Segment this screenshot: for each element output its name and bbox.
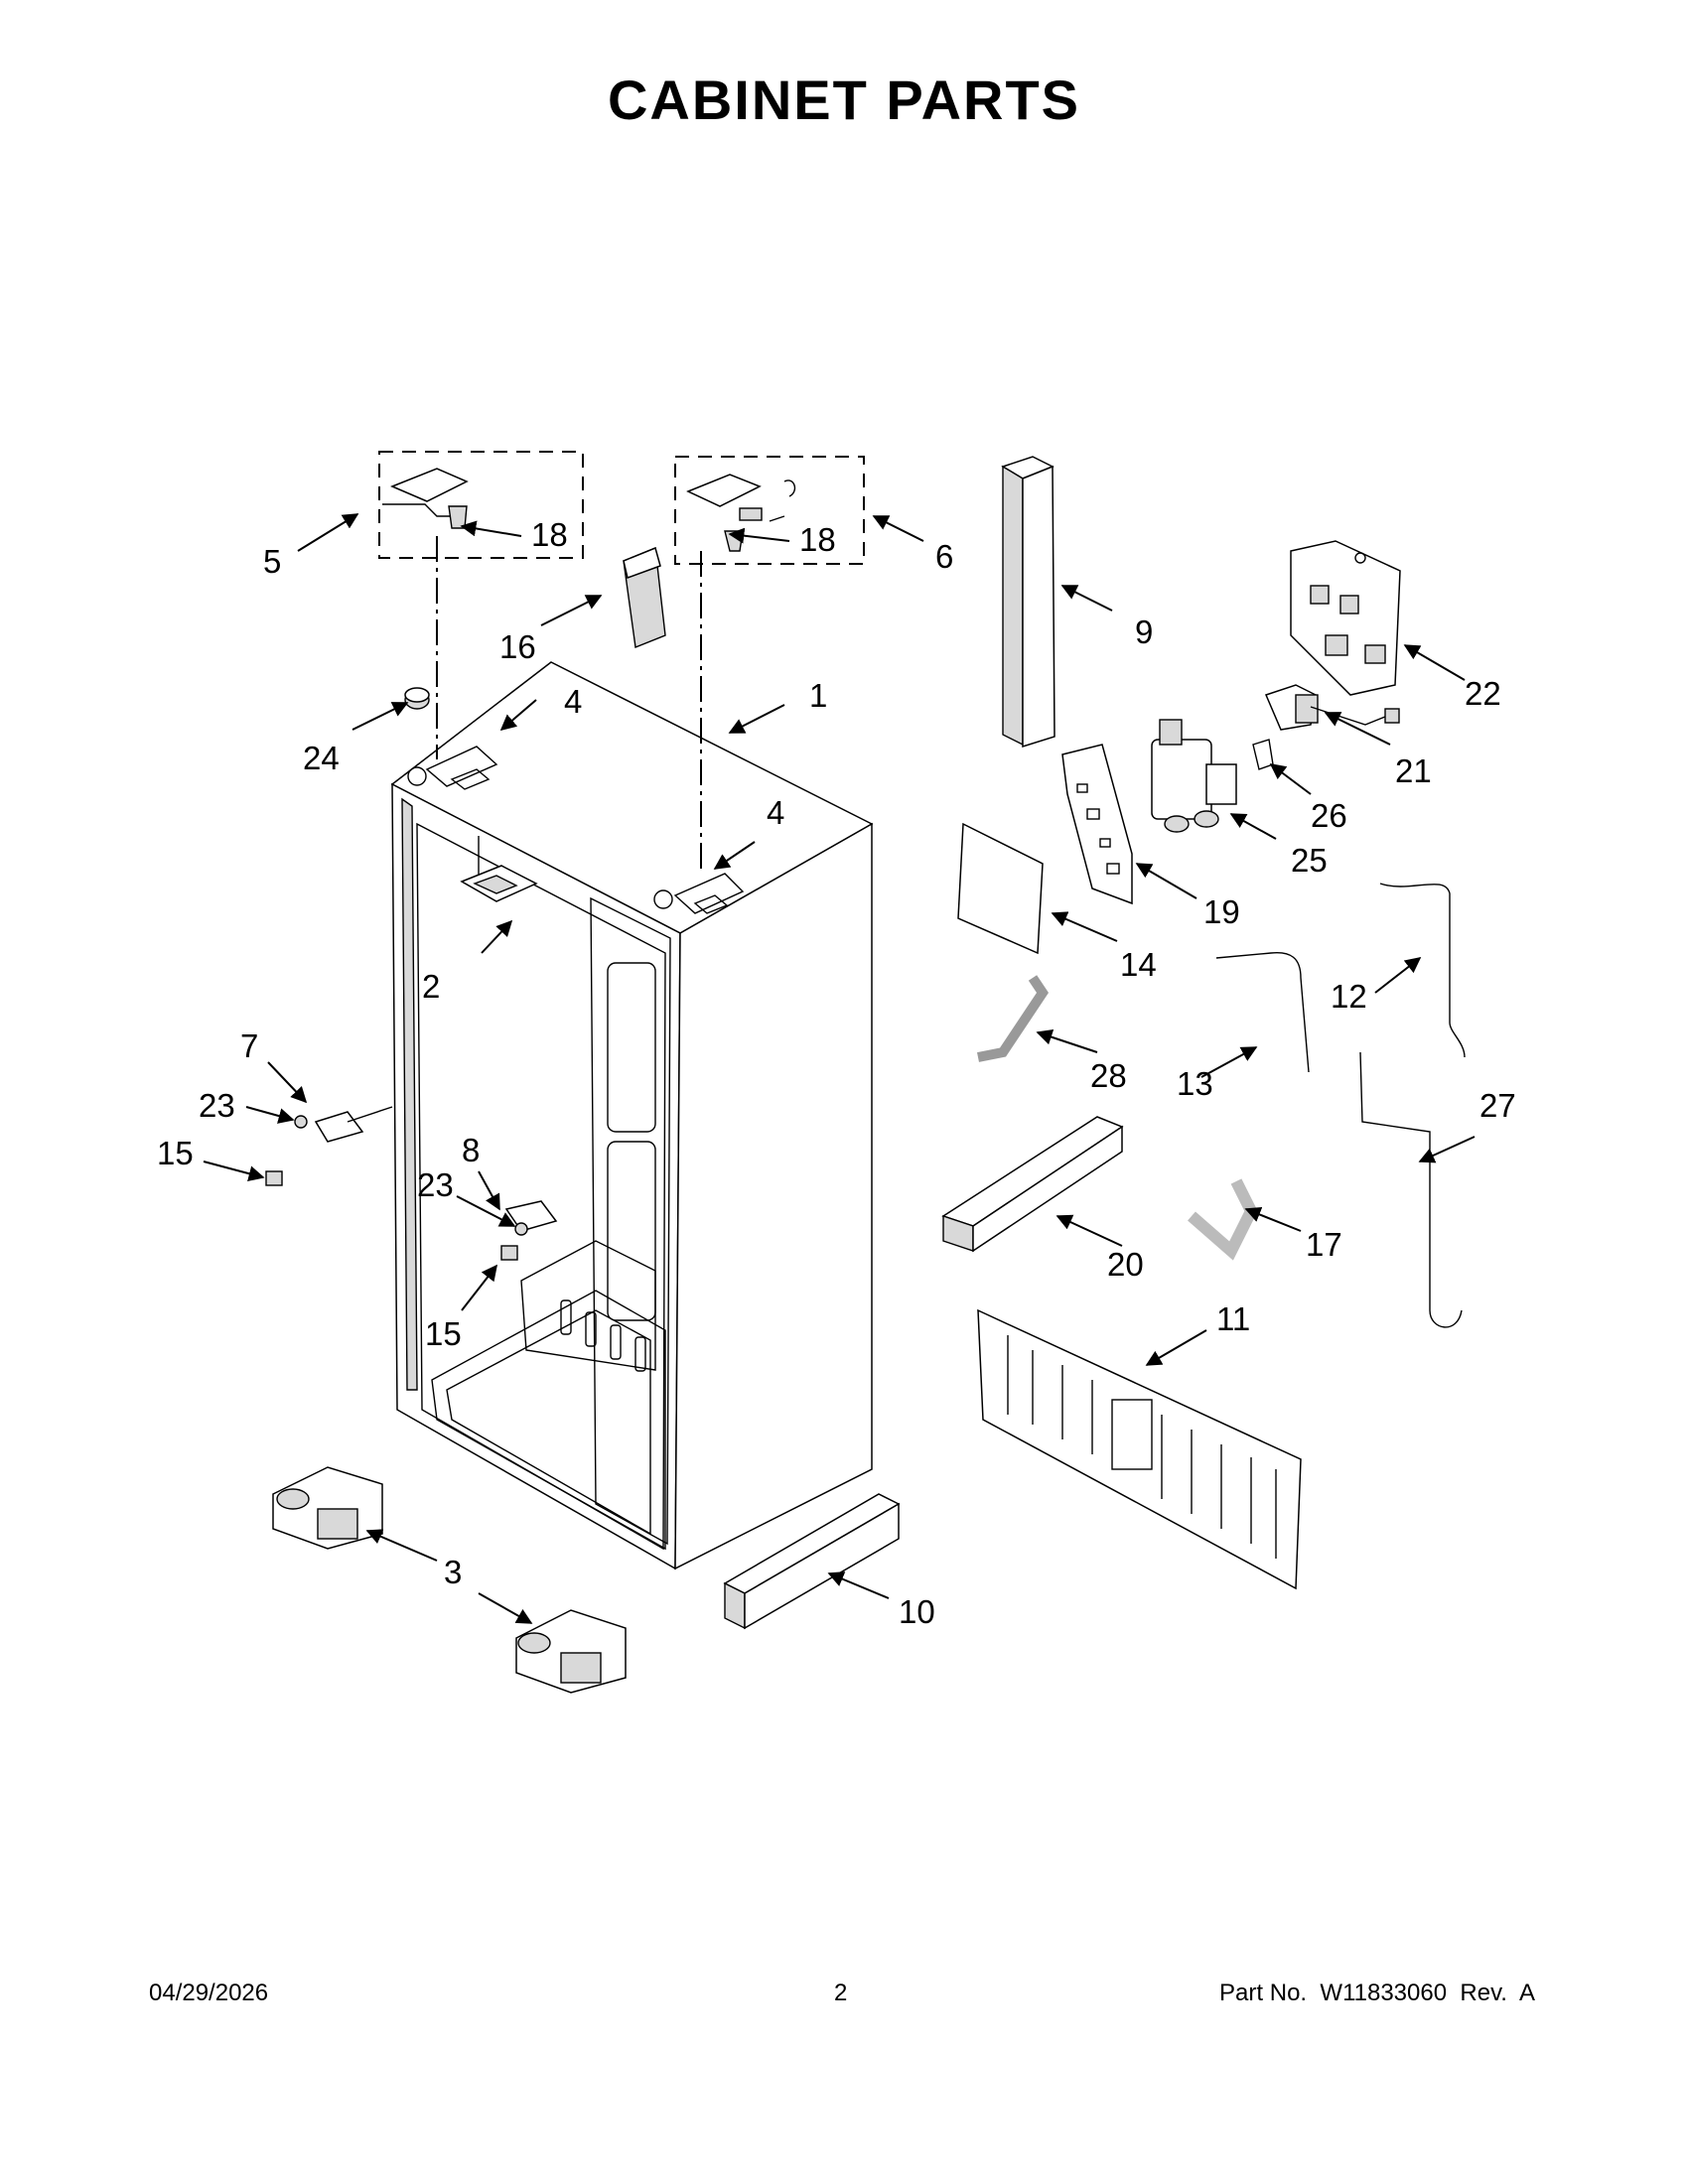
callout-24: 24 [303, 740, 340, 776]
callout-25: 25 [1291, 842, 1328, 879]
callout-16: 16 [499, 628, 536, 665]
footer-date: 04/29/2026 [149, 1979, 269, 2006]
part-13-line [1215, 951, 1310, 1073]
callout-21: 21 [1395, 752, 1432, 789]
callout-11: 11 [1216, 1300, 1250, 1337]
callout-20: 20 [1107, 1246, 1144, 1283]
callout-18-left: 18 [531, 516, 568, 553]
callout-22: 22 [1465, 675, 1501, 712]
part-28-tube [977, 975, 1050, 1062]
part-24-plug [404, 687, 430, 710]
callout-17: 17 [1306, 1226, 1342, 1263]
callout-27: 27 [1479, 1087, 1516, 1124]
part-27-line [1359, 1051, 1463, 1328]
page-title: CABINET PARTS [607, 68, 1081, 131]
part-23-screw-left [294, 1115, 308, 1129]
footer-part-number: Part No. W11833060 Rev. A [1219, 1979, 1535, 2006]
callout-6: 6 [935, 538, 953, 575]
part-15-bolt-left [265, 1170, 283, 1186]
callout-5: 5 [263, 543, 281, 580]
part-21-valve [1264, 684, 1400, 731]
hinge-kit-left-box [378, 451, 584, 559]
part-22-bracket [1290, 540, 1401, 696]
callout-9: 9 [1135, 614, 1153, 650]
callout-23-left: 23 [199, 1087, 235, 1124]
callout-2: 2 [422, 968, 440, 1005]
part-3-hinge-lower [515, 1609, 627, 1694]
callout-7: 7 [240, 1027, 258, 1064]
callout-4-left: 4 [564, 683, 582, 720]
part-19-board [1061, 744, 1133, 905]
part-7-bracket [314, 1106, 393, 1143]
callout-12: 12 [1331, 978, 1367, 1015]
hinge-kit-right-box [674, 456, 865, 565]
callout-8: 8 [462, 1132, 480, 1168]
part-3-hinge-upper [272, 1466, 383, 1550]
part-15-bolt-right [500, 1245, 518, 1261]
callout-15-left: 15 [157, 1135, 194, 1171]
part-25-valve-assembly [1151, 719, 1237, 833]
cabinet-body [390, 661, 874, 1570]
callout-10: 10 [899, 1593, 935, 1630]
callout-23-right: 23 [417, 1166, 454, 1203]
part-2-housing [460, 836, 538, 902]
part-20-trim [941, 1116, 1124, 1253]
part-26-clip [1252, 739, 1274, 770]
callout-26: 26 [1311, 797, 1347, 834]
callout-14: 14 [1120, 946, 1157, 983]
callout-28: 28 [1090, 1057, 1127, 1094]
part-11-grille [977, 1308, 1302, 1590]
callout-1: 1 [809, 677, 827, 714]
callout-4-right: 4 [767, 794, 784, 831]
part-12-line [1379, 883, 1466, 1058]
part-17-hose [1188, 1178, 1258, 1261]
callout-18-right: 18 [799, 521, 836, 558]
part-10-toe-grille [723, 1493, 901, 1630]
part-5-hinge-cover [382, 468, 469, 529]
callout-15-right: 15 [425, 1315, 462, 1352]
callout-3: 3 [444, 1554, 462, 1590]
leader-arrows [203, 513, 1476, 1624]
part-23-screw-right [514, 1222, 528, 1236]
callout-19: 19 [1203, 893, 1240, 930]
footer-page-number: 2 [834, 1979, 848, 2006]
part-16-cap [623, 546, 666, 648]
part-9-rail [1001, 456, 1055, 749]
callout-13: 13 [1177, 1065, 1213, 1102]
part-14-cover [957, 822, 1044, 955]
callout-labels: 5 18 6 18 16 9 1 4 24 22 21 26 4 25 19 1… [157, 516, 1516, 1630]
